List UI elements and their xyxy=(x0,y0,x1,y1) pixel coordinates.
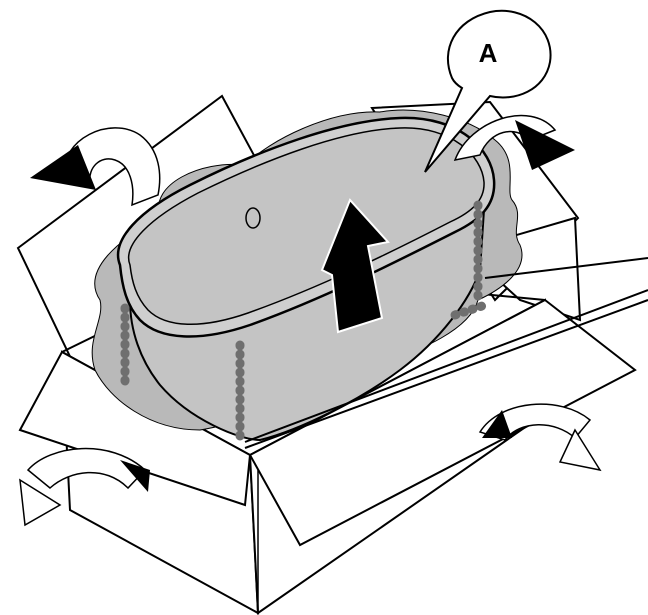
box-flap-front-right xyxy=(248,298,637,547)
foam-posts xyxy=(120,200,490,445)
strap-lines xyxy=(244,257,648,449)
arrow-up-icon xyxy=(320,198,390,334)
callout-label: A xyxy=(479,38,498,68)
curved-arrow-icon-bottom-left xyxy=(19,447,150,527)
callout-bubble xyxy=(424,9,552,173)
strap-line-3 xyxy=(244,299,648,449)
curved-arrow-icon-bottom-right xyxy=(478,403,602,472)
curved-arrow-icon-top-right xyxy=(453,114,575,170)
bathtub-rim-inner xyxy=(127,127,485,326)
foam-post-back-bottom xyxy=(450,300,490,320)
curved-arrow-icon-top-left xyxy=(30,127,161,207)
drain-hole xyxy=(245,207,261,229)
strap-line-1 xyxy=(484,257,648,279)
strap-line-2 xyxy=(244,289,648,443)
